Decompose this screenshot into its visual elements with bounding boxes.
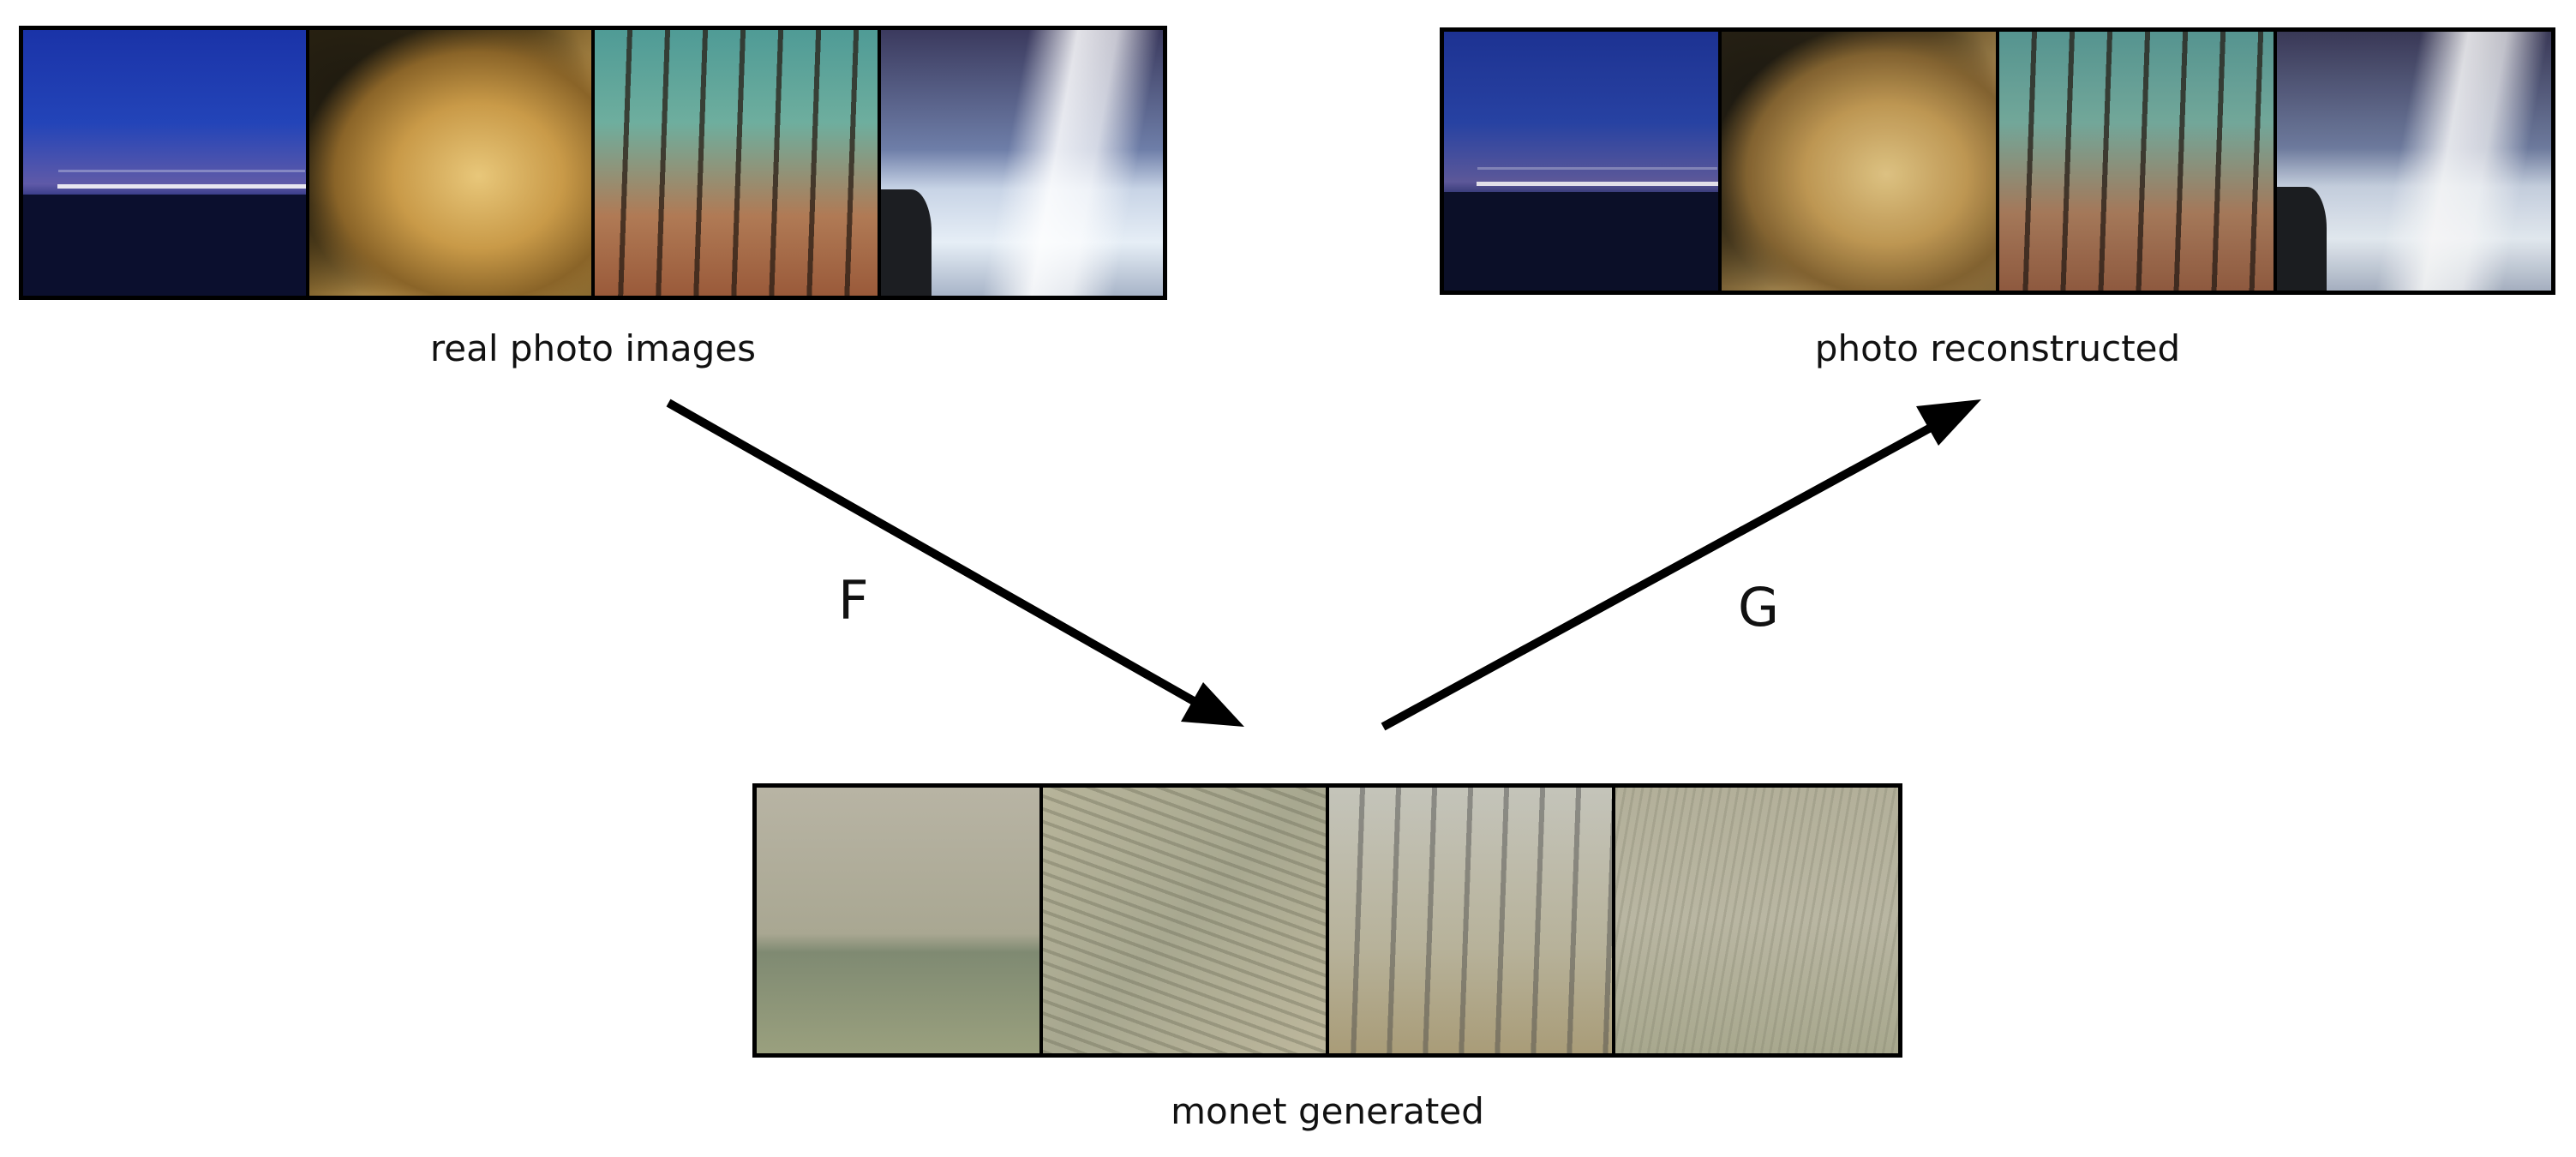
real-photo-caption: real photo images: [429, 327, 757, 369]
real-photo-bridge: [23, 30, 309, 296]
real-photo-strip: [19, 26, 1167, 300]
real-photo-forest: [595, 30, 881, 296]
backward-arrow: [1381, 399, 1981, 731]
reconstructed-photo-caption: photo reconstructed: [1814, 327, 2181, 369]
monet-generated-caption: monet generated: [1171, 1090, 1484, 1132]
monet-generated-strip: [752, 783, 1902, 1058]
reconstructed-photo-cave: [1722, 32, 1999, 291]
forward-arrow: [666, 399, 1244, 727]
reconstructed-photo-strip: [1440, 27, 2555, 295]
forward-mapping-label: F: [838, 569, 869, 632]
monet-generated-forest: [1329, 788, 1615, 1053]
reconstructed-photo-bridge: [1444, 32, 1722, 291]
monet-generated-wave: [1615, 788, 1898, 1053]
monet-generated-bridge: [757, 788, 1043, 1053]
real-photo-wave: [880, 30, 1163, 296]
backward-mapping-label: G: [1738, 576, 1780, 638]
reconstructed-photo-wave: [2277, 32, 2551, 291]
monet-generated-cave: [1043, 788, 1329, 1053]
reconstructed-photo-forest: [1999, 32, 2277, 291]
real-photo-cave: [309, 30, 595, 296]
